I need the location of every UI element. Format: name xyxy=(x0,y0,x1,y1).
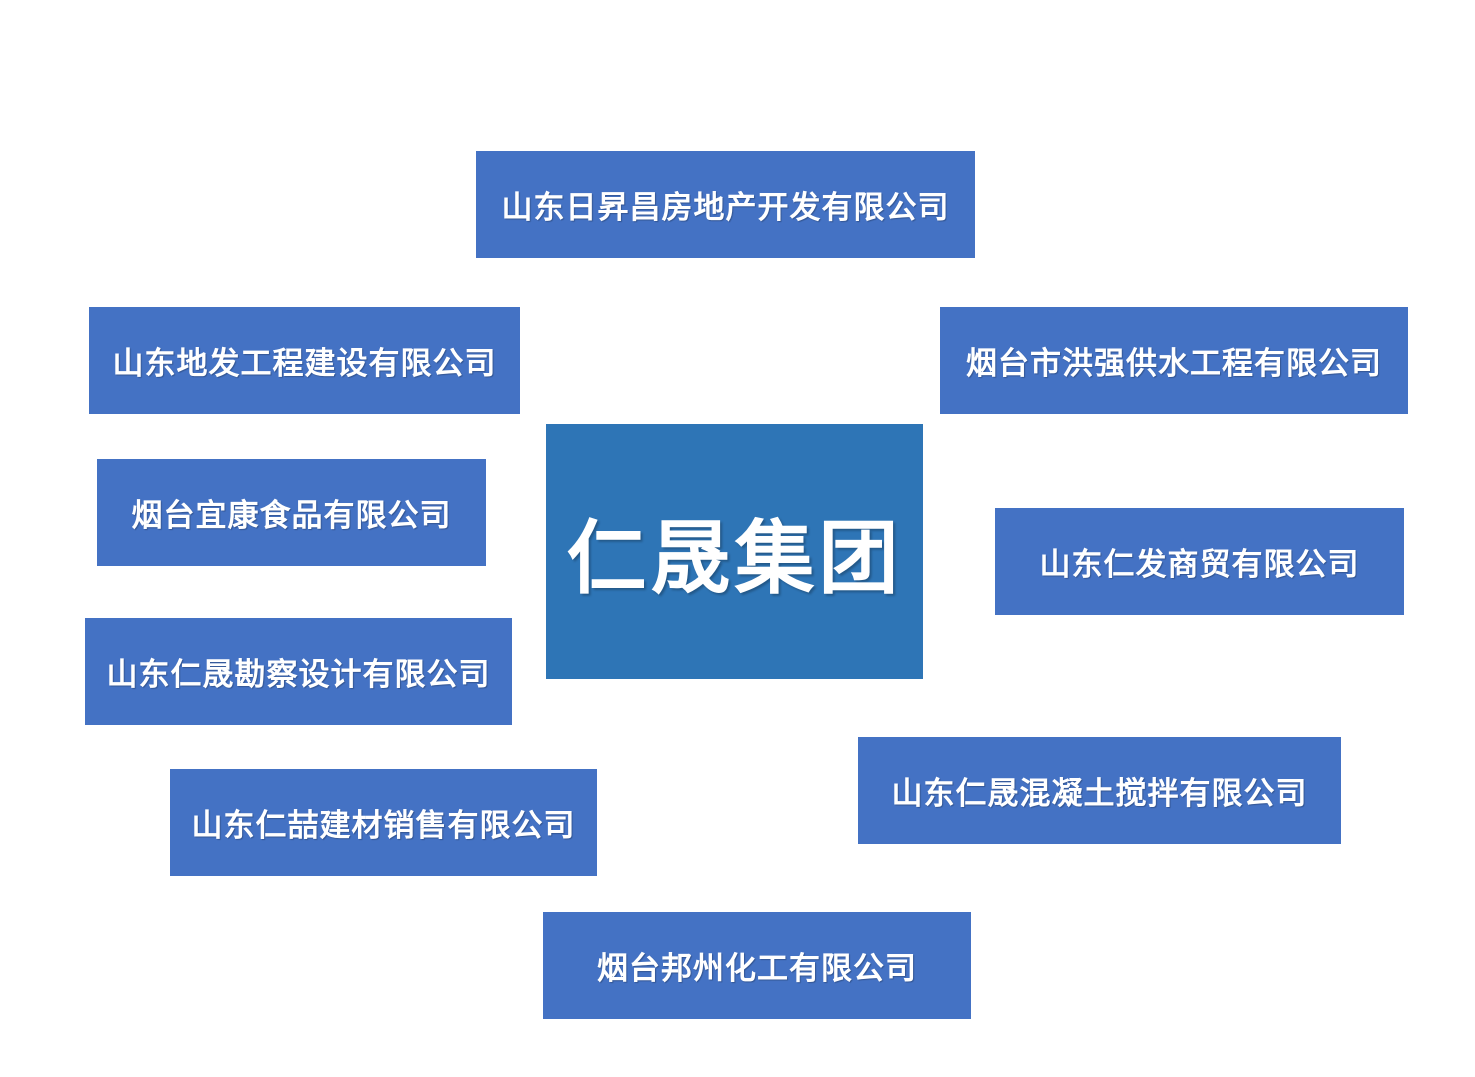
company-box: 烟台市洪强供水工程有限公司 xyxy=(940,307,1408,414)
company-label: 山东仁喆建材销售有限公司 xyxy=(191,808,576,844)
group-name: 仁晟集团 xyxy=(566,510,903,605)
company-label: 烟台市洪强供水工程有限公司 xyxy=(966,346,1382,382)
company-label: 山东仁发商贸有限公司 xyxy=(1039,547,1360,583)
company-label: 烟台宜康食品有限公司 xyxy=(131,498,452,534)
company-box: 山东仁发商贸有限公司 xyxy=(995,508,1404,615)
company-label: 山东仁晟勘察设计有限公司 xyxy=(106,657,491,693)
company-label: 山东仁晟混凝土搅拌有限公司 xyxy=(891,776,1308,812)
company-box: 烟台宜康食品有限公司 xyxy=(97,459,486,566)
group-center-box: 仁晟集团 xyxy=(546,424,923,679)
company-box: 山东地发工程建设有限公司 xyxy=(89,307,520,414)
company-label: 烟台邦州化工有限公司 xyxy=(597,951,917,987)
company-box: 山东仁晟混凝土搅拌有限公司 xyxy=(858,737,1341,844)
company-box: 烟台邦州化工有限公司 xyxy=(543,912,971,1019)
company-box: 山东仁喆建材销售有限公司 xyxy=(170,769,597,876)
company-label: 山东地发工程建设有限公司 xyxy=(112,346,497,382)
company-box: 山东仁晟勘察设计有限公司 xyxy=(85,618,512,725)
company-box: 山东日昇昌房地产开发有限公司 xyxy=(476,151,975,258)
company-label: 山东日昇昌房地产开发有限公司 xyxy=(501,190,950,226)
